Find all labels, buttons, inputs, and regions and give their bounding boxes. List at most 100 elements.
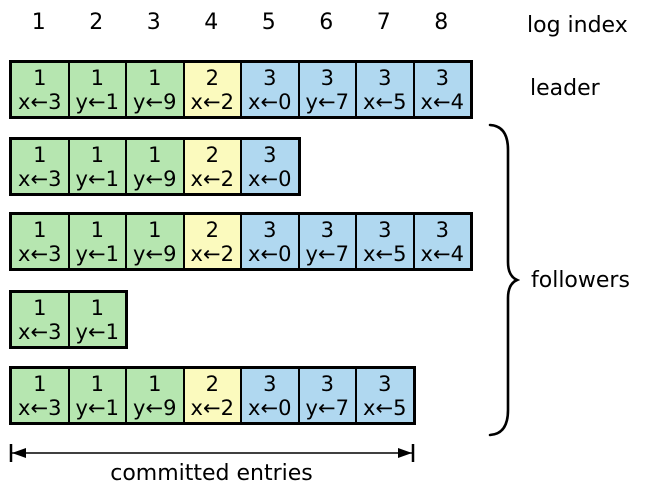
entry-command: y←1 xyxy=(75,241,119,266)
entry-term: 1 xyxy=(33,371,47,396)
log-index-6: 6 xyxy=(319,10,334,35)
entry-term: 1 xyxy=(90,371,104,396)
log-index-1: 1 xyxy=(31,10,46,35)
entry-term: 1 xyxy=(148,142,162,167)
entry-command: y←9 xyxy=(133,166,177,191)
entry-term: 1 xyxy=(90,65,104,90)
log-index-5: 5 xyxy=(261,10,276,35)
entry-term: 3 xyxy=(378,217,392,242)
entry-term: 3 xyxy=(378,371,392,396)
entry-term: 1 xyxy=(33,217,47,242)
entry-command: x←3 xyxy=(18,89,62,114)
committed-entries-label: committed entries xyxy=(110,461,313,486)
entry-command: y←9 xyxy=(133,395,177,420)
entry-command: x←5 xyxy=(363,395,407,420)
entry-command: x←4 xyxy=(420,89,464,114)
entry-command: y←7 xyxy=(305,89,349,114)
committed-entries-arrow xyxy=(9,444,415,462)
entry-command: x←3 xyxy=(18,395,62,420)
entry-term: 3 xyxy=(263,142,277,167)
entry-term: 1 xyxy=(33,65,47,90)
entry-term: 2 xyxy=(205,142,219,167)
entry-term: 3 xyxy=(320,65,334,90)
entry-command: x←3 xyxy=(18,166,62,191)
entry-command: x←2 xyxy=(190,241,234,266)
log-index-8: 8 xyxy=(434,10,449,35)
entry-term: 1 xyxy=(148,217,162,242)
entry-term: 3 xyxy=(435,217,449,242)
entry-command: y←1 xyxy=(75,89,119,114)
entry-command: y←1 xyxy=(75,319,119,344)
entry-command: y←7 xyxy=(305,241,349,266)
entry-term: 1 xyxy=(148,65,162,90)
entry-term: 3 xyxy=(320,371,334,396)
entry-command: y←9 xyxy=(133,89,177,114)
entry-command: y←1 xyxy=(75,166,119,191)
log-index-4: 4 xyxy=(204,10,219,35)
entry-command: x←0 xyxy=(248,166,292,191)
entry-command: x←0 xyxy=(248,395,292,420)
entry-term: 1 xyxy=(33,295,47,320)
log-index-label: log index xyxy=(527,13,628,38)
entry-command: y←7 xyxy=(305,395,349,420)
entry-command: x←2 xyxy=(190,166,234,191)
entry-command: y←9 xyxy=(133,241,177,266)
entry-term: 3 xyxy=(263,65,277,90)
followers-brace xyxy=(488,123,520,437)
entry-command: y←1 xyxy=(75,395,119,420)
leader-label: leader xyxy=(530,76,600,101)
entry-term: 1 xyxy=(90,295,104,320)
entry-command: x←2 xyxy=(190,395,234,420)
entry-term: 3 xyxy=(263,371,277,396)
entry-term: 1 xyxy=(33,142,47,167)
entry-term: 3 xyxy=(263,217,277,242)
entry-term: 2 xyxy=(205,217,219,242)
entry-command: x←2 xyxy=(190,89,234,114)
entry-command: x←5 xyxy=(363,89,407,114)
entry-command: x←4 xyxy=(420,241,464,266)
entry-command: x←5 xyxy=(363,241,407,266)
entry-term: 3 xyxy=(378,65,392,90)
log-index-2: 2 xyxy=(89,10,104,35)
entry-term: 1 xyxy=(90,142,104,167)
followers-label: followers xyxy=(531,268,630,293)
entry-term: 1 xyxy=(90,217,104,242)
entry-term: 1 xyxy=(148,371,162,396)
entry-command: x←0 xyxy=(248,89,292,114)
log-index-3: 3 xyxy=(146,10,161,35)
entry-term: 2 xyxy=(205,371,219,396)
entry-command: x←3 xyxy=(18,319,62,344)
entry-term: 3 xyxy=(320,217,334,242)
